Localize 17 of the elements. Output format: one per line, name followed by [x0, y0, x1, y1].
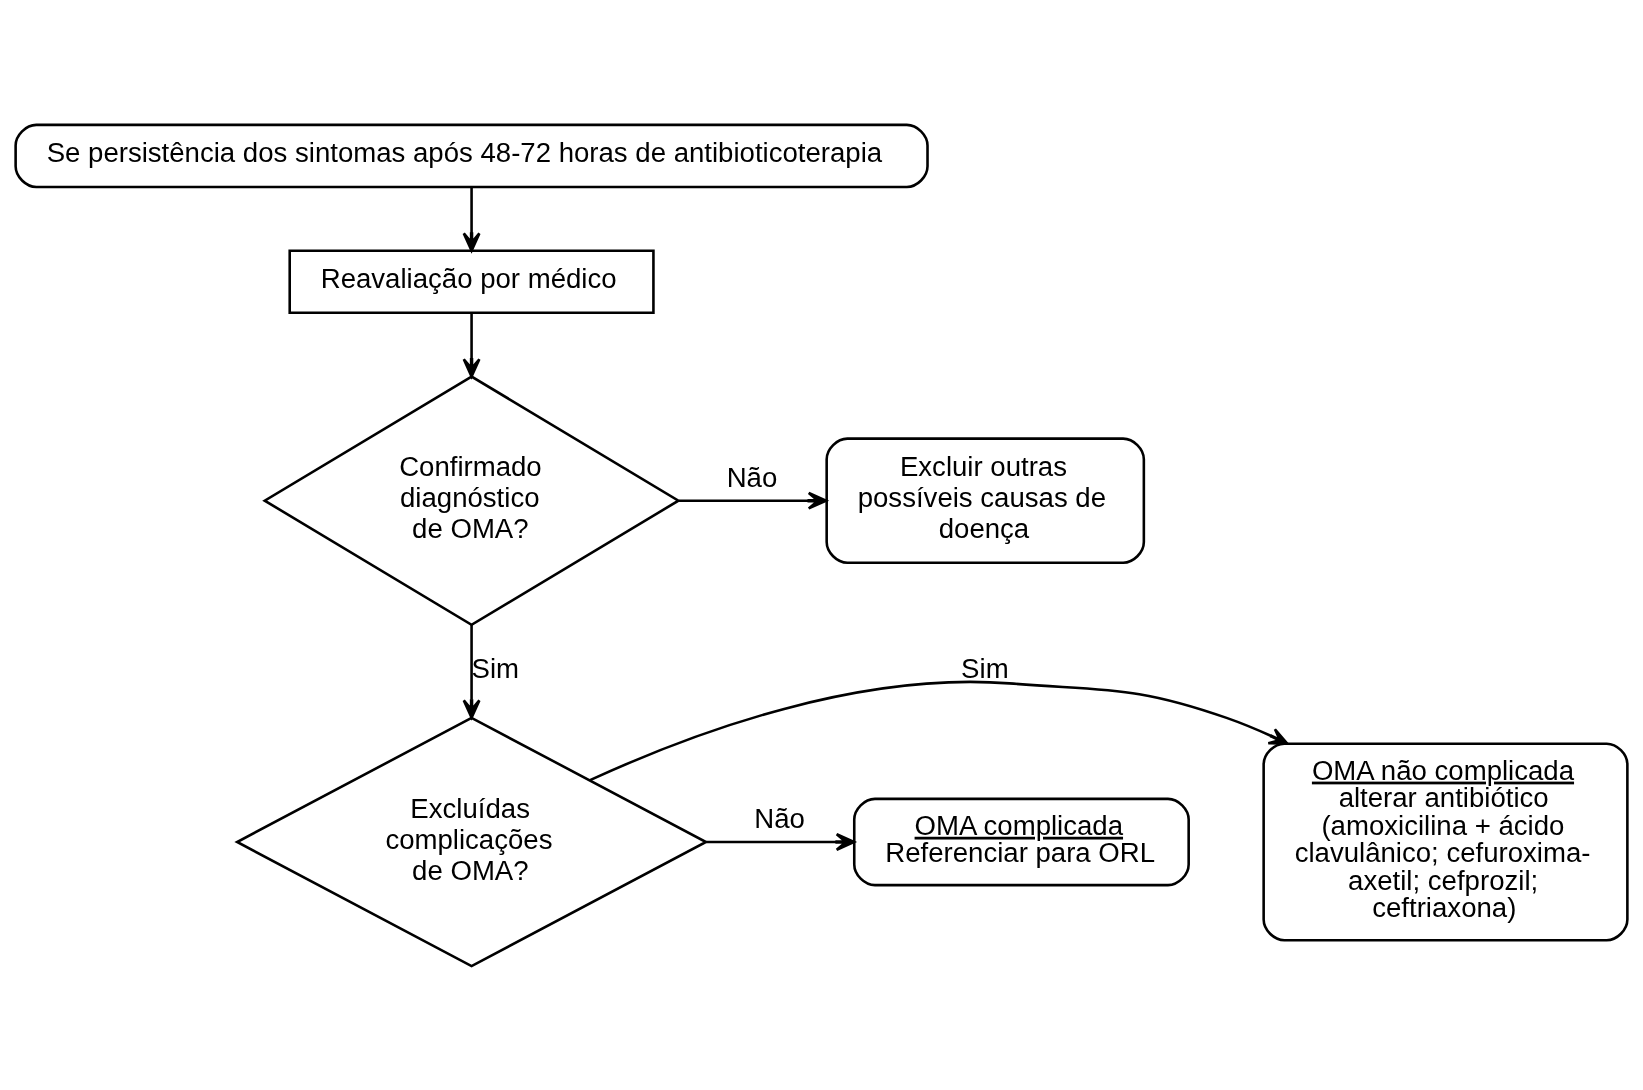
node-box: Se persistência dos sintomas após 48-72 horas de antibioticoterapia — [14, 123, 929, 188]
node-box: OMA não complicada alterar antibiótico (amoxicilina + ácido clavulânico; cefuroxima-axetil; cefprozil; ceftriaxona) — [1262, 741, 1629, 942]
node-box: OMA complicada Referenciar para ORL — [852, 797, 1190, 886]
node-diamond: Excluídas complicações de OMA? — [234, 715, 709, 968]
edge-label: Sim — [961, 652, 1009, 684]
edge-label: Não — [726, 461, 778, 493]
arrow — [706, 832, 856, 851]
edge-label: Não — [754, 802, 805, 834]
edge-label: Sim — [471, 652, 520, 684]
arrow — [462, 624, 481, 719]
arrow — [679, 491, 828, 510]
arrow — [462, 186, 481, 252]
node-box: Excluir outras possíveis causas de doença — [825, 436, 1146, 564]
node-box: Reavaliação por médico — [288, 248, 655, 314]
arrow — [462, 312, 481, 378]
arrow — [589, 680, 1289, 781]
node-diamond: Confirmado diagnóstico de OMA? — [262, 374, 681, 626]
